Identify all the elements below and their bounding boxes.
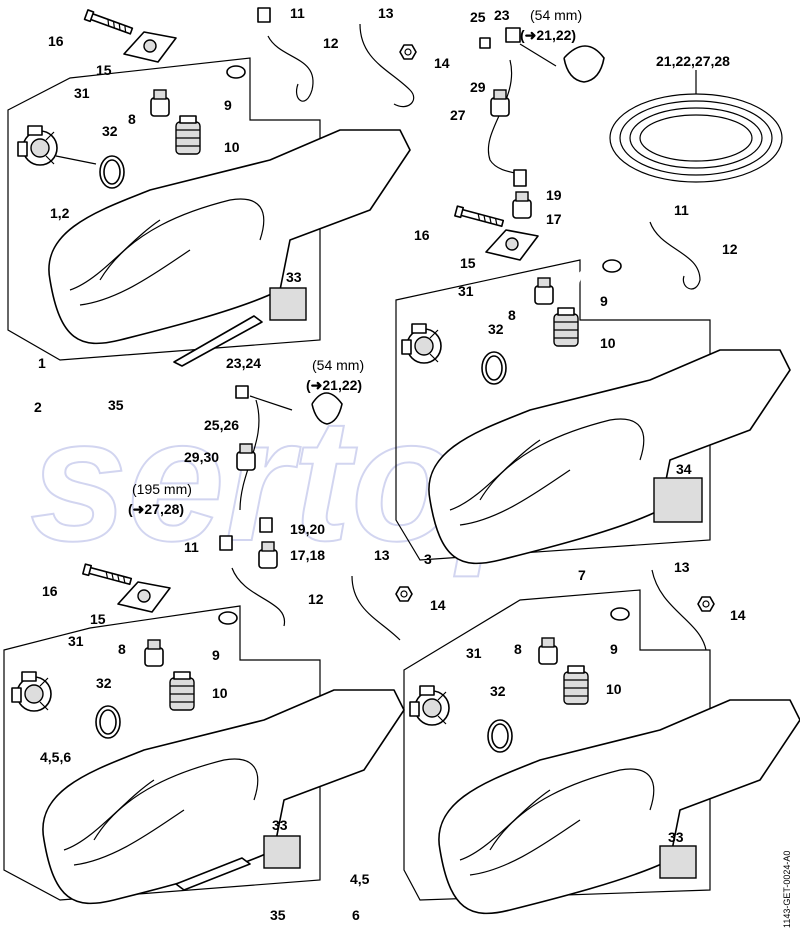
callout-label: 15: [90, 611, 106, 627]
callout-label: 15: [460, 255, 476, 271]
callout-label: (54 mm): [312, 357, 364, 373]
callout-label: 10: [212, 685, 228, 701]
callout-label: 6: [352, 907, 360, 923]
callout-label: 4,5: [350, 871, 370, 887]
callout-label: 14: [430, 597, 446, 613]
callout-label: (54 mm): [530, 7, 582, 23]
housing-group-1-2: [7, 57, 411, 367]
callout-label: 27: [450, 107, 466, 123]
housing-group-4-5-6: [3, 535, 413, 905]
callout-label: 31: [68, 633, 84, 649]
callout-label: 12: [722, 241, 738, 257]
fuel-line-23-29: [479, 27, 605, 219]
fuel-line-195mm: [235, 385, 343, 569]
callout-label: (195 mm): [132, 481, 192, 497]
callout-label: 21,22,27,28: [656, 53, 730, 69]
hose-set-11-12-13-14: [83, 7, 417, 108]
callout-label: 16: [42, 583, 58, 599]
callout-label: (➜21,22): [306, 377, 362, 393]
callout-label: 9: [212, 647, 220, 663]
callout-label: 16: [48, 33, 64, 49]
callout-label: 17: [546, 211, 562, 227]
callout-label: 11: [674, 202, 689, 218]
callout-label: 25,26: [204, 417, 239, 433]
callout-label: 34: [676, 461, 692, 477]
callout-label: 17,18: [290, 547, 325, 563]
callout-label: 8: [128, 111, 136, 127]
callout-label: 3: [424, 551, 432, 567]
callout-label: 16: [414, 227, 430, 243]
callout-label: 32: [96, 675, 112, 691]
callout-label: 12: [323, 35, 339, 51]
callout-label: 12: [308, 591, 324, 607]
callout-label: 13: [674, 559, 690, 575]
callout-label: 4,5,6: [40, 749, 71, 765]
callout-label: (➜21,22): [520, 27, 576, 43]
callout-label: 11: [184, 539, 199, 555]
fuel-line-coil-21-22-27-28: [609, 70, 783, 183]
callout-label: 29: [470, 79, 486, 95]
callout-label: 13: [378, 5, 394, 21]
callout-label: (➜27,28): [128, 501, 184, 517]
callout-label: 8: [118, 641, 126, 657]
callout-label: 8: [514, 641, 522, 657]
callout-label: 9: [610, 641, 618, 657]
callout-label: 32: [488, 321, 504, 337]
housing-group-3: [395, 205, 791, 565]
callout-label: 10: [600, 335, 616, 351]
callout-label: 31: [458, 283, 474, 299]
callout-label: 11: [290, 5, 305, 21]
callout-label: 14: [434, 55, 450, 71]
callout-label: 1,2: [50, 205, 70, 221]
callout-label: 15: [96, 62, 112, 78]
callout-label: 33: [286, 269, 302, 285]
callout-label: 32: [102, 123, 118, 139]
callout-label: 31: [74, 85, 90, 101]
callout-label: 25: [470, 9, 486, 25]
callout-label: 29,30: [184, 449, 219, 465]
housing-group-7: [403, 569, 800, 915]
callout-label: 2: [34, 399, 42, 415]
callout-label: 33: [272, 817, 288, 833]
callout-label: 19: [546, 187, 562, 203]
drawing-reference: 1143-GET-0024-A0: [782, 851, 792, 928]
callout-label: 35: [270, 907, 286, 923]
callout-label: 10: [606, 681, 622, 697]
callout-label: 8: [508, 307, 516, 323]
callout-label: 13: [374, 547, 390, 563]
callout-label: 23: [494, 7, 510, 23]
callout-label: 23,24: [226, 355, 261, 371]
callout-label: 10: [224, 139, 240, 155]
callout-label: 31: [466, 645, 482, 661]
callout-label: 35: [108, 397, 124, 413]
callout-label: 7: [578, 567, 586, 583]
callout-label: 14: [730, 607, 746, 623]
callout-label: 1: [38, 355, 46, 371]
callout-label: 32: [490, 683, 506, 699]
callout-label: 9: [224, 97, 232, 113]
callout-label: 19,20: [290, 521, 325, 537]
callout-label: 33: [668, 829, 684, 845]
callout-label: 9: [600, 293, 608, 309]
